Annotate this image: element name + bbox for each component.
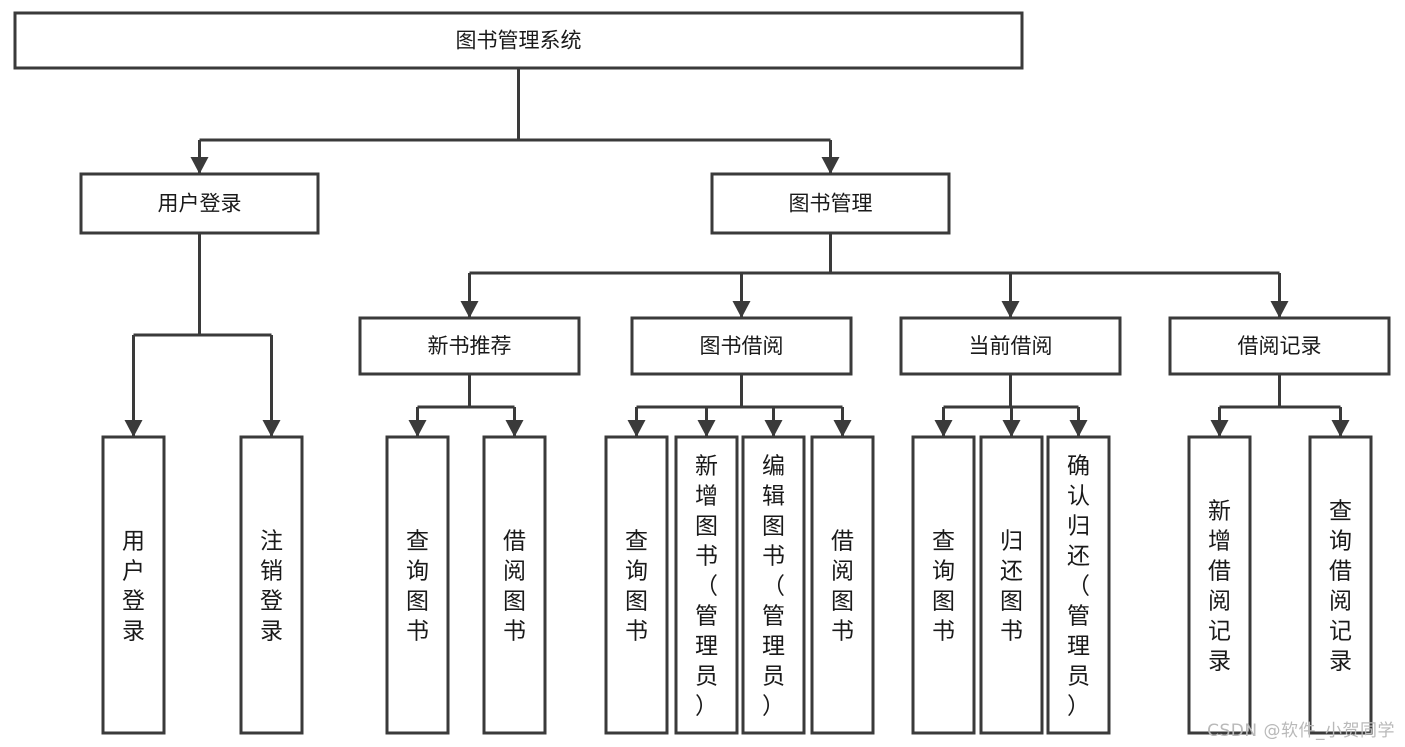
node-leaf-logout[interactable]: 注销登录	[239, 435, 304, 735]
node-box	[1308, 435, 1373, 735]
node-box	[358, 316, 581, 376]
node-box	[674, 435, 739, 735]
arrow-head-icon	[262, 420, 281, 437]
node-borrow-record[interactable]: 借阅记录	[1168, 316, 1391, 376]
node-new-book-recommend[interactable]: 新书推荐	[358, 316, 581, 376]
node-label: 借阅图书	[503, 528, 526, 644]
node-box	[630, 316, 853, 376]
node-box	[810, 435, 875, 735]
node-root[interactable]: 图书管理系统	[13, 11, 1024, 70]
node-box	[741, 435, 806, 735]
node-label: 用户登录	[158, 192, 242, 216]
arrow-head-icon	[1270, 301, 1289, 318]
node-label: 用户登录	[122, 528, 145, 644]
node-label: 编辑图书（管理员）	[762, 453, 785, 719]
node-box	[911, 435, 976, 735]
node-book-manage[interactable]: 图书管理	[710, 172, 951, 235]
node-leaf-add-book-admin[interactable]: 新增图书（管理员）	[674, 435, 739, 735]
node-leaf-borrow-book-recommend[interactable]: 借阅图书	[482, 435, 547, 735]
node-label: 查询图书	[406, 528, 429, 644]
node-box	[979, 435, 1044, 735]
node-current-borrow[interactable]: 当前借阅	[899, 316, 1122, 376]
node-box	[482, 435, 547, 735]
node-box	[604, 435, 669, 735]
node-box	[79, 172, 320, 235]
arrow-head-icon	[764, 420, 783, 437]
arrow-head-icon	[1069, 420, 1088, 437]
node-label: 借阅图书	[831, 528, 854, 644]
node-box	[239, 435, 304, 735]
node-label: 图书借阅	[700, 334, 784, 358]
arrow-head-icon	[1002, 420, 1021, 437]
node-leaf-query-book-borrow[interactable]: 查询图书	[604, 435, 669, 735]
node-leaf-confirm-return-admin[interactable]: 确认归还（管理员）	[1046, 435, 1111, 735]
node-leaf-borrow-book[interactable]: 借阅图书	[810, 435, 875, 735]
node-leaf-query-book-recommend[interactable]: 查询图书	[385, 435, 450, 735]
node-label: 图书管理	[789, 192, 873, 216]
arrow-head-icon	[190, 157, 209, 174]
node-label: 新书推荐	[428, 334, 512, 358]
node-label: 确认归还（管理员）	[1067, 453, 1090, 719]
node-label: 新增图书（管理员）	[695, 453, 718, 719]
arrow-head-icon	[1001, 301, 1020, 318]
node-label: 归还图书	[1000, 528, 1023, 644]
node-label: 借阅记录	[1238, 334, 1322, 358]
arrow-head-icon	[505, 420, 524, 437]
node-box	[899, 316, 1122, 376]
node-box	[1168, 316, 1391, 376]
node-box	[1187, 435, 1252, 735]
node-label: 查询借阅记录	[1329, 498, 1352, 674]
node-box	[385, 435, 450, 735]
node-box	[13, 11, 1024, 70]
node-leaf-query-borrow-record[interactable]: 查询借阅记录	[1308, 435, 1373, 735]
node-label: 注销登录	[260, 528, 283, 644]
node-box	[101, 435, 166, 735]
arrow-head-icon	[697, 420, 716, 437]
arrow-head-icon	[934, 420, 953, 437]
node-label: 当前借阅	[969, 334, 1053, 358]
node-box	[1046, 435, 1111, 735]
node-label: 图书管理系统	[456, 29, 582, 53]
arrow-head-icon	[833, 420, 852, 437]
connector-layer	[124, 68, 1350, 437]
arrow-head-icon	[732, 301, 751, 318]
node-leaf-query-book-current[interactable]: 查询图书	[911, 435, 976, 735]
node-leaf-return-book[interactable]: 归还图书	[979, 435, 1044, 735]
arrow-head-icon	[627, 420, 646, 437]
node-label: 查询图书	[932, 528, 955, 644]
node-layer: 图书管理系统用户登录图书管理新书推荐图书借阅当前借阅借阅记录用户登录注销登录查询…	[13, 11, 1391, 735]
arrow-head-icon	[408, 420, 427, 437]
arrow-head-icon	[460, 301, 479, 318]
node-leaf-edit-book-admin[interactable]: 编辑图书（管理员）	[741, 435, 806, 735]
node-user-login[interactable]: 用户登录	[79, 172, 320, 235]
node-book-borrow[interactable]: 图书借阅	[630, 316, 853, 376]
arrow-head-icon	[1331, 420, 1350, 437]
node-label: 查询图书	[625, 528, 648, 644]
arrow-head-icon	[821, 157, 840, 174]
arrow-head-icon	[1210, 420, 1229, 437]
node-leaf-add-borrow-record[interactable]: 新增借阅记录	[1187, 435, 1252, 735]
arrow-head-icon	[124, 420, 143, 437]
node-leaf-user-login[interactable]: 用户登录	[101, 435, 166, 735]
node-label: 新增借阅记录	[1208, 498, 1231, 674]
node-box	[710, 172, 951, 235]
